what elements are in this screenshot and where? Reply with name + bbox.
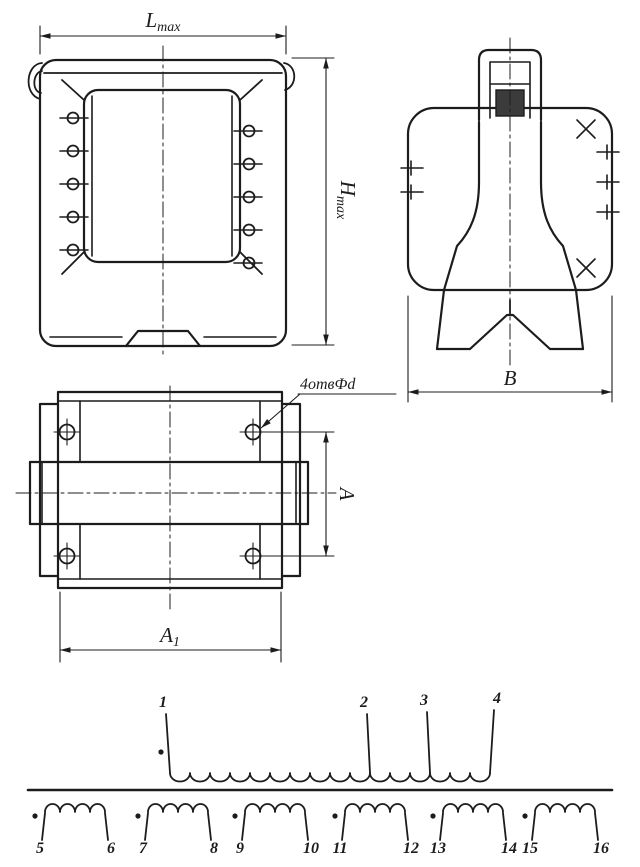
strap-hook-left — [27, 62, 43, 100]
holes-callout: 4отвФd — [260, 376, 397, 429]
secondary-terminal-11: 11 — [332, 840, 347, 857]
dimension-hmax: Hmax — [291, 57, 360, 346]
secondary-terminal-14: 14 — [501, 840, 517, 857]
pin-hole — [66, 177, 80, 191]
coil-outline — [82, 88, 242, 264]
primary-terminal-2: 2 — [359, 694, 368, 711]
mounting-ear-left — [38, 402, 60, 578]
secondary-winding — [331, 803, 409, 841]
side-view: B — [400, 37, 620, 403]
dimension-b: B — [407, 295, 613, 403]
secondary-windings: 5 6 7 8 9 10 11 12 13 14 15 16 — [31, 803, 609, 857]
dim-a-label: A — [335, 486, 359, 501]
weld-mark — [576, 258, 596, 278]
pin-marks-left — [400, 160, 424, 200]
terminal-pins-right — [233, 124, 263, 270]
dim-a1-label: A1 — [158, 623, 180, 650]
dimension-a: A — [263, 431, 359, 557]
secondary-terminal-15: 15 — [522, 840, 538, 857]
core-silhouette — [435, 120, 585, 351]
pin-marks-right — [596, 144, 620, 220]
secondary-winding — [521, 803, 599, 841]
winding-schematic: 1 2 3 4 5 6 7 8 9 10 11 12 13 14 15 16 — [26, 690, 614, 857]
pin-hole — [242, 124, 256, 138]
secondary-terminal-9: 9 — [236, 840, 244, 857]
primary-terminal-3: 3 — [419, 692, 428, 709]
mounting-ear-right — [280, 402, 302, 578]
secondary-terminal-6: 6 — [107, 840, 115, 857]
secondary-terminal-13: 13 — [430, 840, 446, 857]
primary-terminal-1: 1 — [159, 694, 167, 711]
secondary-winding — [134, 803, 212, 841]
dimension-lmax: Lmax — [39, 8, 287, 55]
pin-hole — [66, 210, 80, 224]
secondary-terminal-10: 10 — [303, 840, 319, 857]
primary-winding: 1 2 3 4 — [158, 690, 501, 783]
dim-b-label: B — [504, 366, 517, 390]
secondary-terminal-12: 12 — [403, 840, 419, 857]
polarity-dot — [158, 749, 164, 755]
primary-leads — [165, 709, 495, 774]
pin-hole — [66, 243, 80, 257]
coil-cheek-lines — [91, 95, 233, 257]
dim-hmax-label: Hmax — [333, 180, 360, 220]
dim-lmax-label: Lmax — [144, 8, 181, 35]
top-view: 4отвФd A A1 — [15, 376, 397, 663]
pin-hole — [242, 256, 256, 270]
pin-hole — [66, 111, 80, 125]
pin-hole — [66, 144, 80, 158]
holes-note-label: 4отвФd — [300, 376, 356, 393]
secondary-terminal-7: 7 — [139, 840, 148, 857]
dimension-a1: A1 — [59, 591, 282, 663]
front-view: Lmax Hmax — [27, 8, 360, 359]
weld-mark — [576, 119, 596, 139]
corner-diagonals — [61, 79, 263, 275]
pin-hole — [242, 223, 256, 237]
bottom-core-tab — [124, 329, 202, 348]
secondary-terminal-5: 5 — [36, 840, 44, 857]
secondary-terminal-16: 16 — [593, 840, 609, 857]
strap-hook-right — [283, 62, 296, 91]
pin-hole — [242, 157, 256, 171]
primary-terminal-4: 4 — [492, 690, 501, 707]
pin-hole — [242, 190, 256, 204]
secondary-winding — [231, 803, 309, 841]
secondary-winding — [31, 803, 109, 841]
terminal-pins-left — [59, 111, 89, 257]
secondary-winding — [429, 803, 507, 841]
secondary-terminal-8: 8 — [210, 840, 218, 857]
mounting-holes — [53, 418, 267, 570]
